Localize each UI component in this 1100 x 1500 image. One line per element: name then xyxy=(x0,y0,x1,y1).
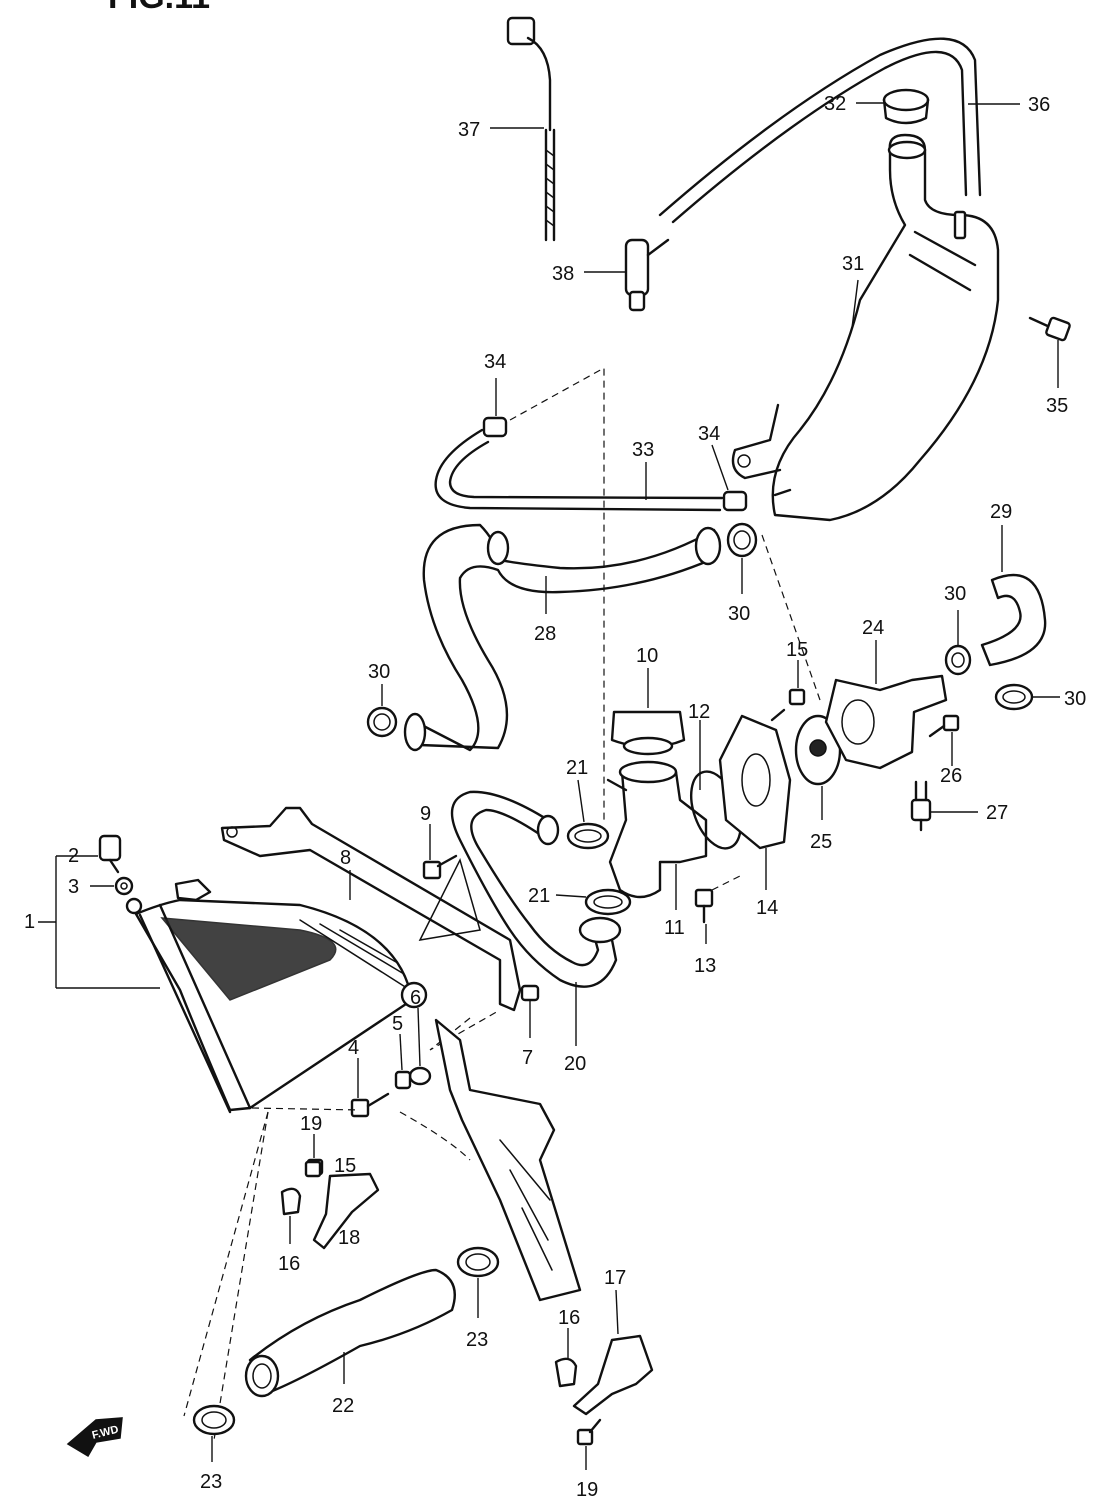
part-11-filler-neck xyxy=(606,760,708,899)
callout-31: 31 xyxy=(842,253,864,275)
part-6-grommet xyxy=(408,1066,432,1086)
part-26-bolt xyxy=(928,714,960,738)
part-30-clamp-b xyxy=(726,522,758,558)
callout-35: 35 xyxy=(1046,395,1068,417)
callout-30c: 30 xyxy=(944,583,966,605)
callout-26: 26 xyxy=(940,765,962,787)
part-21-clamp-a xyxy=(566,822,610,850)
part-29-short-hose xyxy=(980,573,1047,667)
part-30-clamp-d xyxy=(994,683,1034,711)
callout-21b: 21 xyxy=(528,885,550,907)
callout-23a: 23 xyxy=(466,1329,488,1351)
callout-9: 9 xyxy=(420,803,431,825)
part-27-temp-sensor xyxy=(910,780,932,832)
callout-19b: 19 xyxy=(576,1479,598,1500)
callout-34a: 34 xyxy=(484,351,506,373)
part-22-lower-hose xyxy=(244,1268,456,1398)
forward-arrow-icon: F.WD xyxy=(66,1417,123,1458)
callout-19a: 19 xyxy=(300,1113,322,1135)
part-25-thermostat xyxy=(794,714,842,786)
callout-17: 17 xyxy=(604,1267,626,1289)
callout-25: 25 xyxy=(810,831,832,853)
part-shroud-guard xyxy=(434,1018,582,1302)
callout-30a: 30 xyxy=(368,661,390,683)
part-17-bracket xyxy=(572,1334,654,1416)
part-34-hose-clamp-a xyxy=(482,416,508,438)
part-16-clip-b xyxy=(554,1357,578,1388)
part-23-clamp-b xyxy=(192,1404,236,1436)
callout-5: 5 xyxy=(392,1013,403,1035)
part-8-bracket-bar xyxy=(220,806,522,1012)
part-33-small-hose xyxy=(434,428,724,512)
callout-10: 10 xyxy=(636,645,658,667)
callout-14: 14 xyxy=(756,897,778,919)
part-16-clip-a xyxy=(280,1187,302,1216)
part-20-lower-hose xyxy=(450,790,622,988)
callout-27: 27 xyxy=(986,802,1008,824)
callout-38: 38 xyxy=(552,263,574,285)
callout-36: 36 xyxy=(1028,94,1050,116)
part-24-thermostat-housing xyxy=(824,674,948,770)
callout-34b: 34 xyxy=(698,423,720,445)
part-31-reservoir-tank xyxy=(731,133,1000,522)
part-19-bolt-a xyxy=(304,1160,322,1178)
part-23-clamp-a xyxy=(456,1246,500,1278)
part-2-drain-bolt xyxy=(98,834,122,874)
part-21-clamp-b xyxy=(584,888,632,916)
part-36-overflow-hose xyxy=(658,37,982,224)
callout-12: 12 xyxy=(688,701,710,723)
callout-22: 22 xyxy=(332,1395,354,1417)
callout-30b: 30 xyxy=(728,603,750,625)
part-10-radiator-cap xyxy=(610,710,686,756)
callout-28: 28 xyxy=(534,623,556,645)
part-13-bolt xyxy=(694,875,741,924)
callout-13: 13 xyxy=(694,955,716,977)
callout-15b: 15 xyxy=(334,1155,356,1177)
callout-6: 6 xyxy=(410,987,421,1009)
callout-18: 18 xyxy=(338,1227,360,1249)
callout-23b: 23 xyxy=(200,1471,222,1493)
part-5-collar xyxy=(394,1070,412,1090)
part-3-washer xyxy=(114,876,134,896)
part-34-hose-clamp-b xyxy=(722,490,748,512)
callout-7: 7 xyxy=(522,1047,533,1069)
callout-8: 8 xyxy=(340,847,351,869)
callout-20: 20 xyxy=(564,1053,586,1075)
part-4-bolt xyxy=(350,1092,390,1118)
callout-3: 3 xyxy=(68,876,79,898)
part-37-wire-lead xyxy=(506,16,556,242)
callout-29: 29 xyxy=(990,501,1012,523)
callout-30d: 30 xyxy=(1064,688,1086,710)
part-38-t-joint xyxy=(624,238,670,312)
part-1-radiator xyxy=(125,878,428,1114)
part-18-bracket xyxy=(312,1172,380,1250)
callout-16b: 16 xyxy=(558,1307,580,1329)
figure-title: FIG.11 xyxy=(108,0,210,16)
part-14-thermostat-cover xyxy=(718,714,792,850)
part-9-bolt xyxy=(422,854,458,880)
callout-32: 32 xyxy=(824,93,846,115)
callout-16a: 16 xyxy=(278,1253,300,1275)
part-19-bolt-b xyxy=(576,1418,602,1446)
part-30-clamp-a xyxy=(366,706,398,738)
part-30-clamp-c xyxy=(944,644,972,676)
part-35-mounting-bolt xyxy=(1028,316,1071,342)
callout-37: 37 xyxy=(458,119,480,141)
callout-15a: 15 xyxy=(786,639,808,661)
callout-33: 33 xyxy=(632,439,654,461)
callout-4: 4 xyxy=(348,1037,359,1059)
callout-1: 1 xyxy=(24,911,35,933)
callout-24: 24 xyxy=(862,617,884,639)
callout-11: 11 xyxy=(664,917,685,939)
callout-21a: 21 xyxy=(566,757,588,779)
part-28-upper-radiator-hose xyxy=(403,523,722,752)
callout-2: 2 xyxy=(68,845,79,867)
part-15-bolt xyxy=(770,688,806,722)
part-32-tank-cap xyxy=(882,88,930,125)
part-7-nut xyxy=(520,984,540,1002)
